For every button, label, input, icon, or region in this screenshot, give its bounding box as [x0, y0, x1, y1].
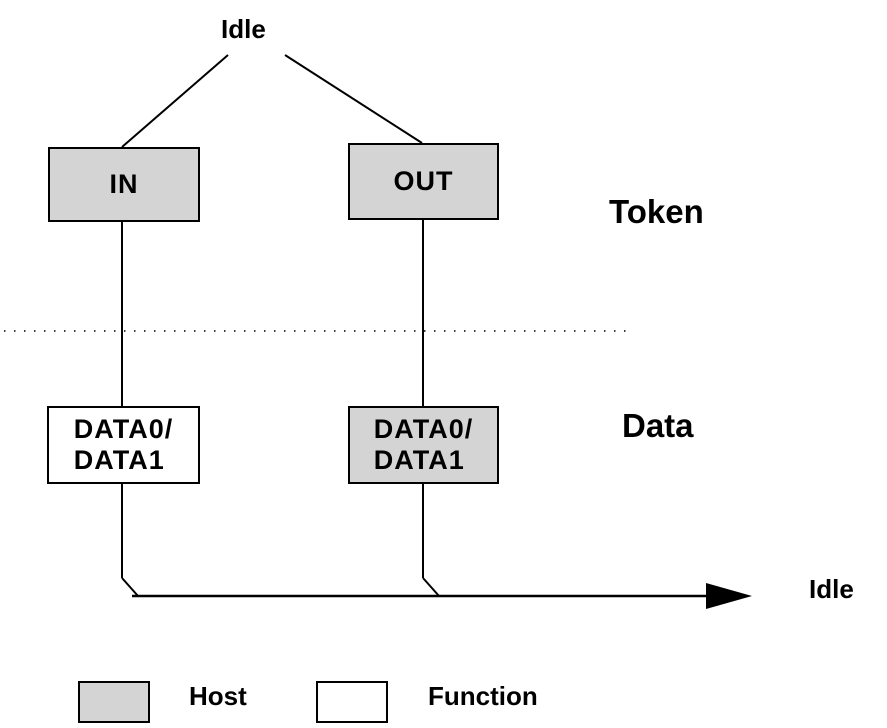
out-token-text: OUT — [393, 165, 454, 196]
idle-arrow-head — [706, 583, 752, 609]
legend-function-swatch — [316, 681, 388, 723]
idle-right-label: Idle — [809, 574, 854, 604]
data-out-box: DATA0/ DATA1 — [348, 406, 499, 484]
out-token-box: OUT — [348, 143, 499, 220]
data-in-box: DATA0/ DATA1 — [47, 406, 200, 484]
data-out-text: DATA0/ DATA1 — [374, 414, 474, 476]
legend-host-label: Host — [189, 681, 247, 711]
data-out-line1: DATA0/ — [373, 413, 474, 444]
idle-top-label: Idle — [221, 14, 266, 44]
in-token-text: IN — [109, 168, 139, 199]
data-out-line2: DATA1 — [373, 445, 465, 475]
data-out-merge-line — [422, 577, 440, 597]
data-in-line1: DATA0/ — [73, 413, 174, 444]
in-token-box: IN — [48, 147, 200, 222]
data-section-label: Data — [622, 407, 694, 444]
data-in-text: DATA0/ DATA1 — [74, 414, 174, 476]
data-in-line2: DATA1 — [73, 445, 165, 475]
idle-to-out-line — [284, 54, 423, 144]
legend-function-label: Function — [428, 681, 538, 711]
legend-host-swatch — [78, 681, 150, 723]
idle-to-in-line — [121, 54, 229, 148]
data-in-merge-line — [121, 577, 139, 597]
token-section-label: Token — [609, 193, 704, 230]
